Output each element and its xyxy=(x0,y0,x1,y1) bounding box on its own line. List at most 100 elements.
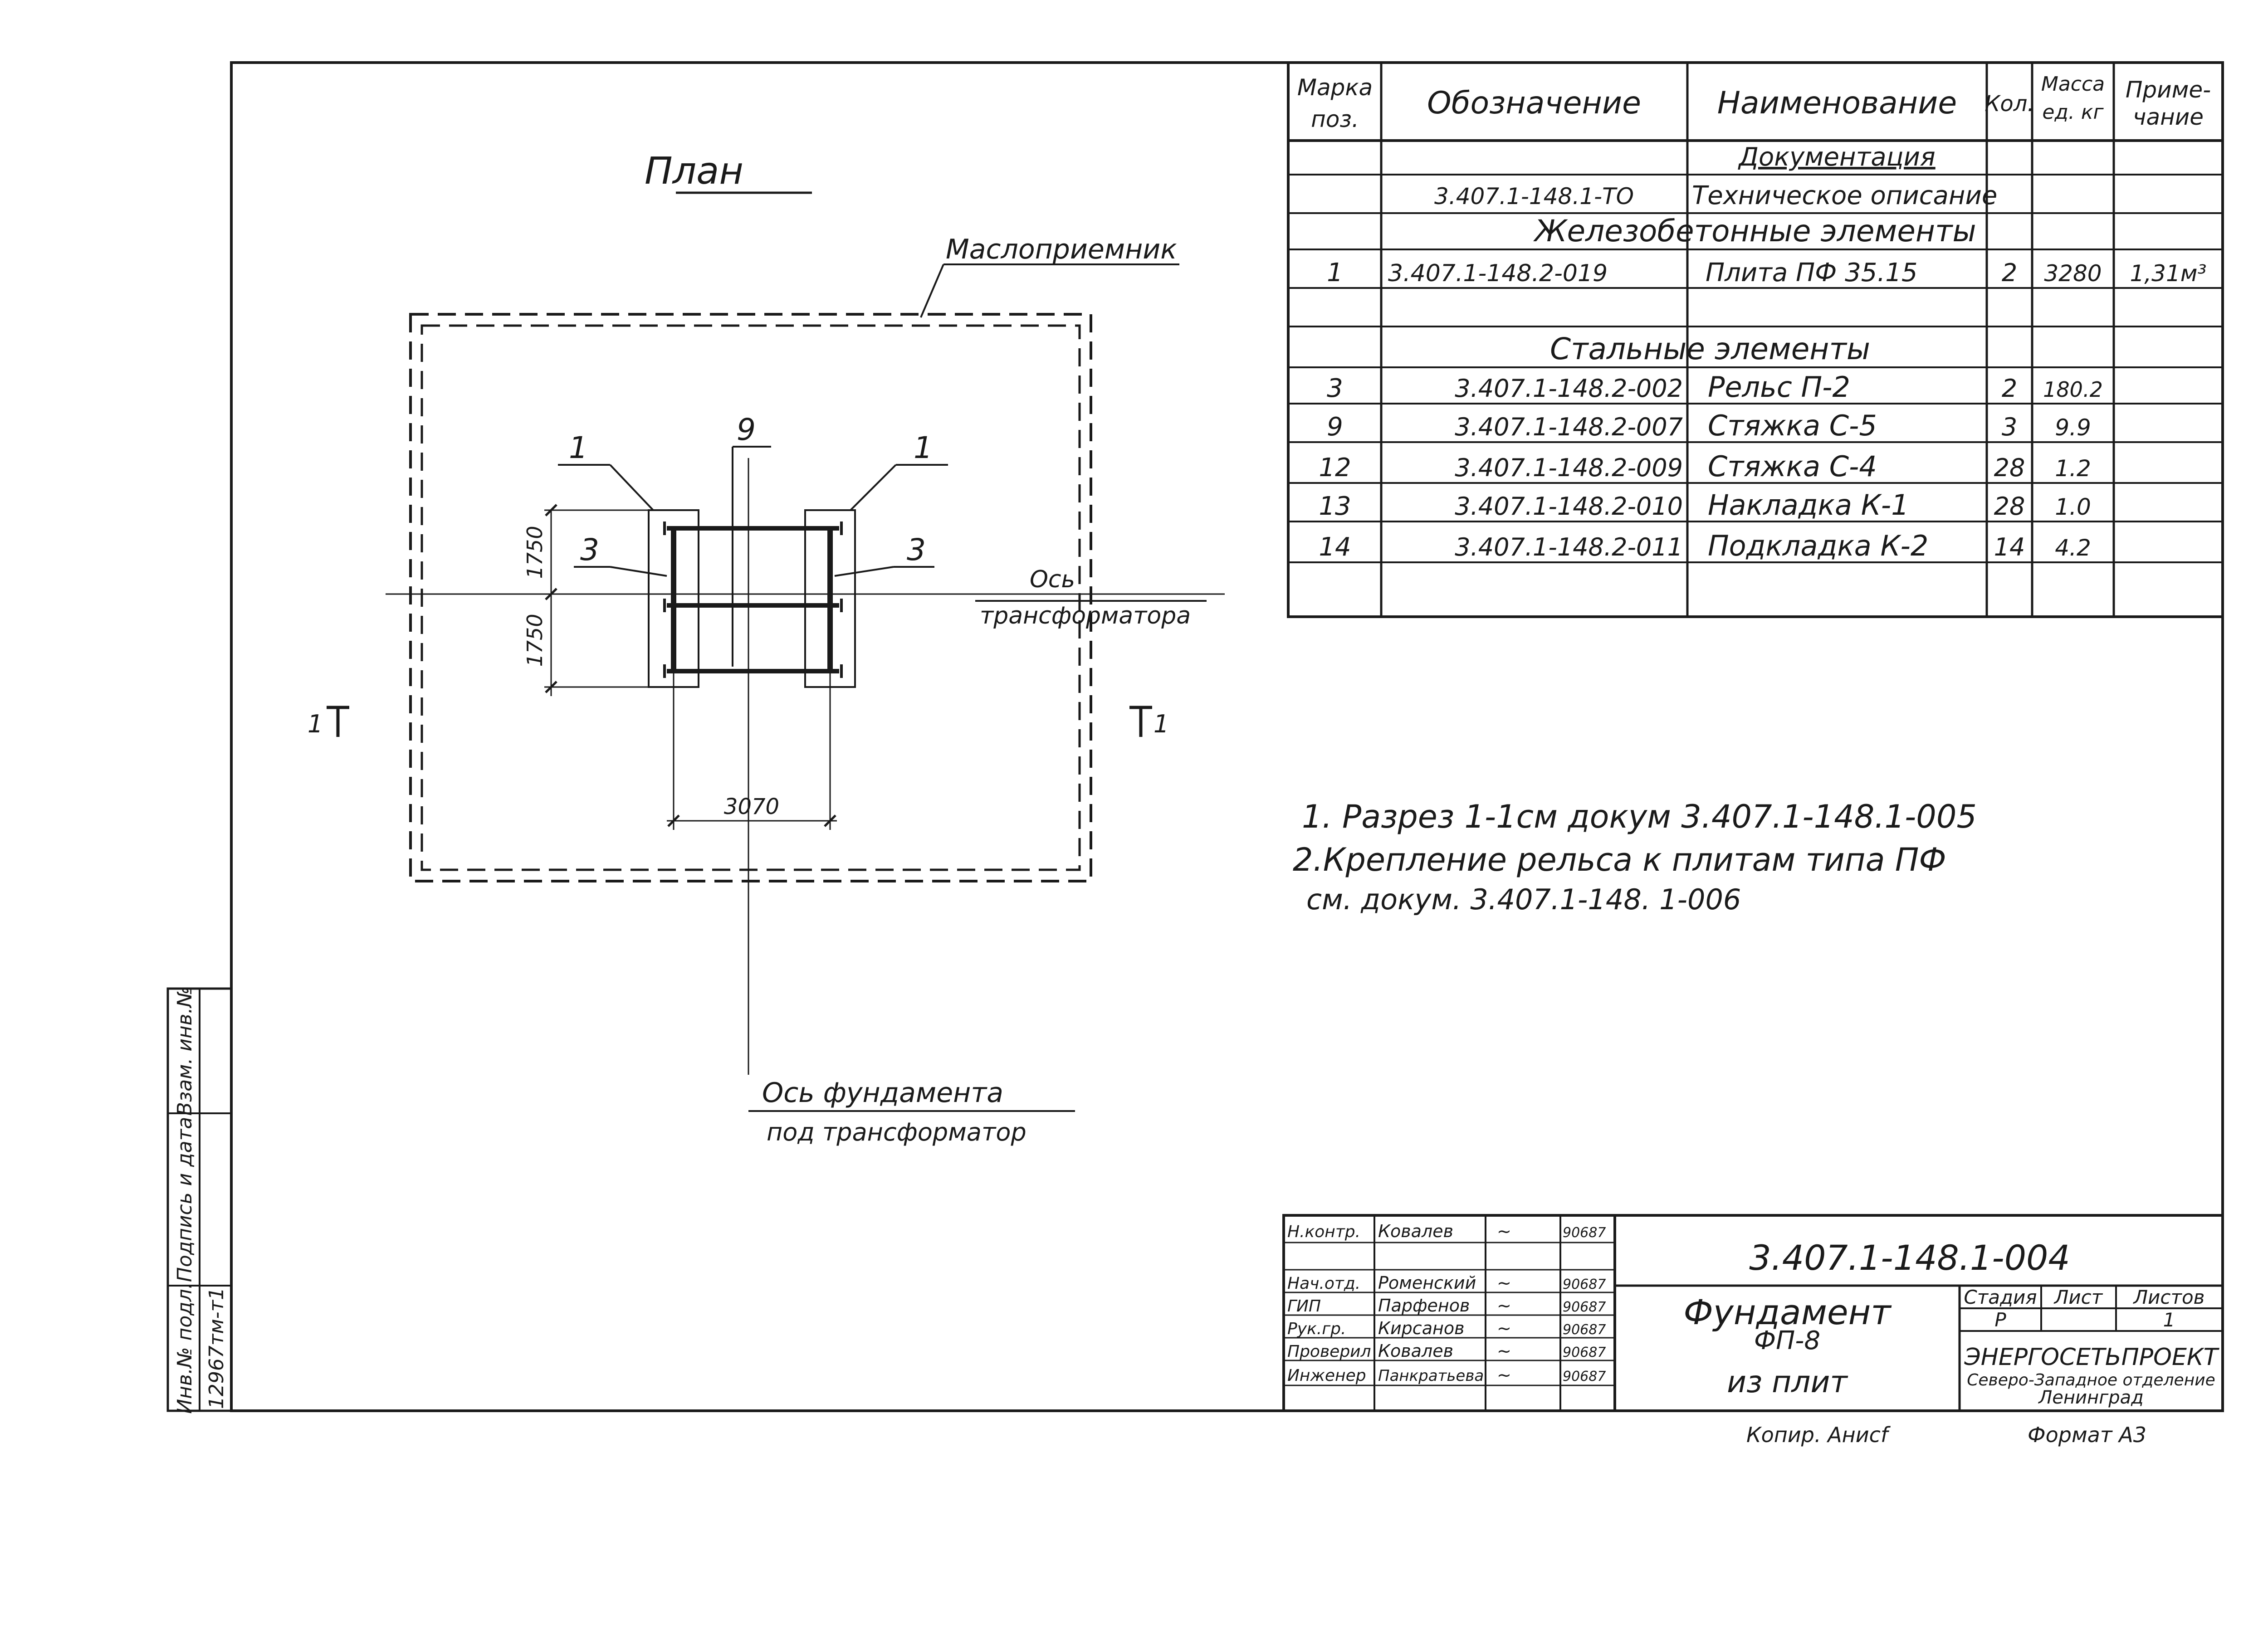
svg-text:28: 28 xyxy=(1994,492,2025,521)
drawing-frame xyxy=(230,61,2224,1412)
org-branch: Северо-Западное отделение xyxy=(1967,1371,2215,1389)
svg-text:3280: 3280 xyxy=(2044,260,2102,287)
notes: 1. Разрез 1-1см докум 3.407.1-148.1-005 … xyxy=(1293,798,1977,916)
svg-text:~: ~ xyxy=(1497,1365,1511,1385)
svg-text:3.407.1-148.2-007: 3.407.1-148.2-007 xyxy=(1455,413,1683,441)
section-mark-left: 1 xyxy=(308,710,323,738)
stage-value: Р xyxy=(1994,1309,2006,1331)
svg-text:~: ~ xyxy=(1497,1296,1511,1316)
sheets-value: 1 xyxy=(2163,1309,2175,1331)
svg-text:90687: 90687 xyxy=(1563,1277,1606,1292)
header-qty: Кол. xyxy=(1984,91,2034,117)
sheets-label: Листов xyxy=(2133,1286,2205,1308)
title-line-3: из плит xyxy=(1727,1365,1848,1399)
side-inv-orig: Инв.№ подл. xyxy=(173,1282,196,1414)
svg-text:Ковалев: Ковалев xyxy=(1378,1341,1453,1361)
svg-text:~: ~ xyxy=(1497,1318,1511,1338)
title-block: 3.407.1-148.1-004 Фундамент ФП-8 из плит… xyxy=(1282,1214,2224,1412)
svg-text:Нач.отд.: Нач.отд. xyxy=(1287,1274,1360,1293)
section-mark-right: 1 xyxy=(1154,710,1169,738)
section-docs: Документация xyxy=(1737,142,1935,172)
oil-receiver-inner-outline xyxy=(420,324,1081,871)
svg-text:14: 14 xyxy=(1319,532,1351,562)
svg-text:90687: 90687 xyxy=(1563,1225,1606,1241)
svg-text:90687: 90687 xyxy=(1563,1369,1606,1384)
table-row: 3 3.407.1-148.2-002 Рельс П-2 2 180.2 xyxy=(1327,370,2103,404)
table-row: 9 3.407.1-148.2-007 Стяжка С-5 3 9.9 xyxy=(1327,409,2091,442)
svg-text:3: 3 xyxy=(2002,413,2017,441)
svg-text:1: 1 xyxy=(1327,258,1343,288)
svg-text:Инженер: Инженер xyxy=(1287,1366,1366,1385)
note-1: 1. Разрез 1-1см докум 3.407.1-148.1-005 xyxy=(1302,798,1977,835)
sheet-label: Лист xyxy=(2053,1286,2103,1308)
org-city: Ленинград xyxy=(2038,1387,2144,1408)
svg-text:3.407.1-148.2-011: 3.407.1-148.2-011 xyxy=(1455,533,1683,561)
format-label: Формат А3 xyxy=(2028,1423,2146,1447)
header-mass-2: ед. кг xyxy=(2042,101,2104,124)
side-stamp: Взам. инв.№ Подпись и дата Инв.№ подл. 1… xyxy=(166,987,233,1414)
svg-text:Ковалев: Ковалев xyxy=(1378,1221,1453,1241)
signer-row: Рук.гр. Кирсанов ~ 90687 xyxy=(1287,1318,1606,1338)
header-mark-1: Марка xyxy=(1297,74,1373,101)
svg-text:1.2: 1.2 xyxy=(2055,455,2091,482)
svg-text:1.0: 1.0 xyxy=(2055,494,2091,520)
side-sign-date: Подпись и дата xyxy=(173,1117,196,1282)
dim-upper: 1750 xyxy=(523,526,547,579)
signer-row: Н.контр. Ковалев ~ 90687 xyxy=(1287,1221,1606,1241)
svg-text:Стяжка С-4: Стяжка С-4 xyxy=(1708,450,1877,483)
svg-text:90687: 90687 xyxy=(1563,1299,1606,1315)
svg-text:3.407.1-148.2-009: 3.407.1-148.2-009 xyxy=(1455,453,1683,482)
transformer-axis-label: Ось xyxy=(1030,566,1075,593)
svg-text:12: 12 xyxy=(1319,453,1351,483)
svg-text:Накладка К-1: Накладка К-1 xyxy=(1708,488,1909,522)
header-note-2: чание xyxy=(2133,104,2204,130)
svg-text:Роменский: Роменский xyxy=(1378,1273,1476,1293)
callout-plate-right: 1 xyxy=(914,430,933,465)
svg-text:9.9: 9.9 xyxy=(2055,414,2091,441)
svg-text:3.407.1-148.2-019: 3.407.1-148.2-019 xyxy=(1388,260,1608,287)
signer-row: ГИП Парфенов ~ 90687 xyxy=(1287,1296,1606,1316)
table-row: 1 3.407.1-148.2-019 Плита ПФ 35.15 2 328… xyxy=(1327,258,2206,288)
table-row: 14 3.407.1-148.2-011 Подкладка К-2 14 4.… xyxy=(1319,529,2091,562)
table-row: 12 3.407.1-148.2-009 Стяжка С-4 28 1.2 xyxy=(1319,450,2091,483)
svg-text:Подкладка К-2: Подкладка К-2 xyxy=(1708,529,1928,562)
header-name: Наименование xyxy=(1717,85,1957,121)
svg-text:ГИП: ГИП xyxy=(1287,1297,1321,1316)
svg-text:2: 2 xyxy=(2002,374,2017,403)
svg-text:13: 13 xyxy=(1319,492,1351,521)
stage-label: Стадия xyxy=(1964,1286,2037,1308)
table-row: 13 3.407.1-148.2-010 Накладка К-1 28 1.0 xyxy=(1319,488,2091,522)
svg-text:Н.контр.: Н.контр. xyxy=(1287,1223,1360,1241)
dim-width: 3070 xyxy=(724,794,779,819)
svg-text:2: 2 xyxy=(2002,258,2017,287)
svg-text:Техническое описание: Техническое описание xyxy=(1692,181,1997,210)
doc-number: 3.407.1-148.1-004 xyxy=(1749,1238,2070,1278)
svg-text:4.2: 4.2 xyxy=(2055,535,2091,561)
svg-text:~: ~ xyxy=(1497,1341,1511,1361)
copied-by: Копир. Анисf xyxy=(1746,1423,1891,1447)
callout-rail-left: 3 xyxy=(580,532,599,567)
svg-text:180.2: 180.2 xyxy=(2043,377,2103,402)
svg-text:Рук.гр.: Рук.гр. xyxy=(1287,1320,1346,1338)
svg-text:Проверил: Проверил xyxy=(1287,1342,1371,1361)
header-designation: Обозначение xyxy=(1427,85,1641,121)
foundation-axis-label-2: под трансформатор xyxy=(767,1118,1026,1146)
svg-text:Стяжка С-5: Стяжка С-5 xyxy=(1708,409,1877,442)
header-mark-2: поз. xyxy=(1311,106,1359,132)
plan-title: План xyxy=(645,150,743,193)
svg-text:~: ~ xyxy=(1497,1273,1511,1293)
callout-plate-left: 1 xyxy=(569,430,588,465)
signer-row: Инженер Панкратьева ~ 90687 xyxy=(1287,1365,1606,1385)
svg-text:Панкратьева: Панкратьева xyxy=(1378,1367,1484,1385)
svg-text:3.407.1-148.2-010: 3.407.1-148.2-010 xyxy=(1455,492,1683,521)
table-row: 3.407.1-148.1-ТО Техническое описание xyxy=(1434,181,1997,210)
side-inv-value: 12967тм-т1 xyxy=(205,1287,228,1409)
org-name: ЭНЕРГОСЕТЬПРОЕКТ xyxy=(1964,1344,2219,1371)
svg-text:28: 28 xyxy=(1994,453,2025,482)
transformer-axis-label-2: трансформатора xyxy=(980,602,1191,629)
signer-row: Нач.отд. Роменский ~ 90687 xyxy=(1287,1273,1606,1293)
svg-text:~: ~ xyxy=(1497,1221,1511,1241)
note-3: см. докум. 3.407.1-148. 1-006 xyxy=(1306,883,1741,916)
header-note-1: Приме- xyxy=(2126,77,2211,103)
